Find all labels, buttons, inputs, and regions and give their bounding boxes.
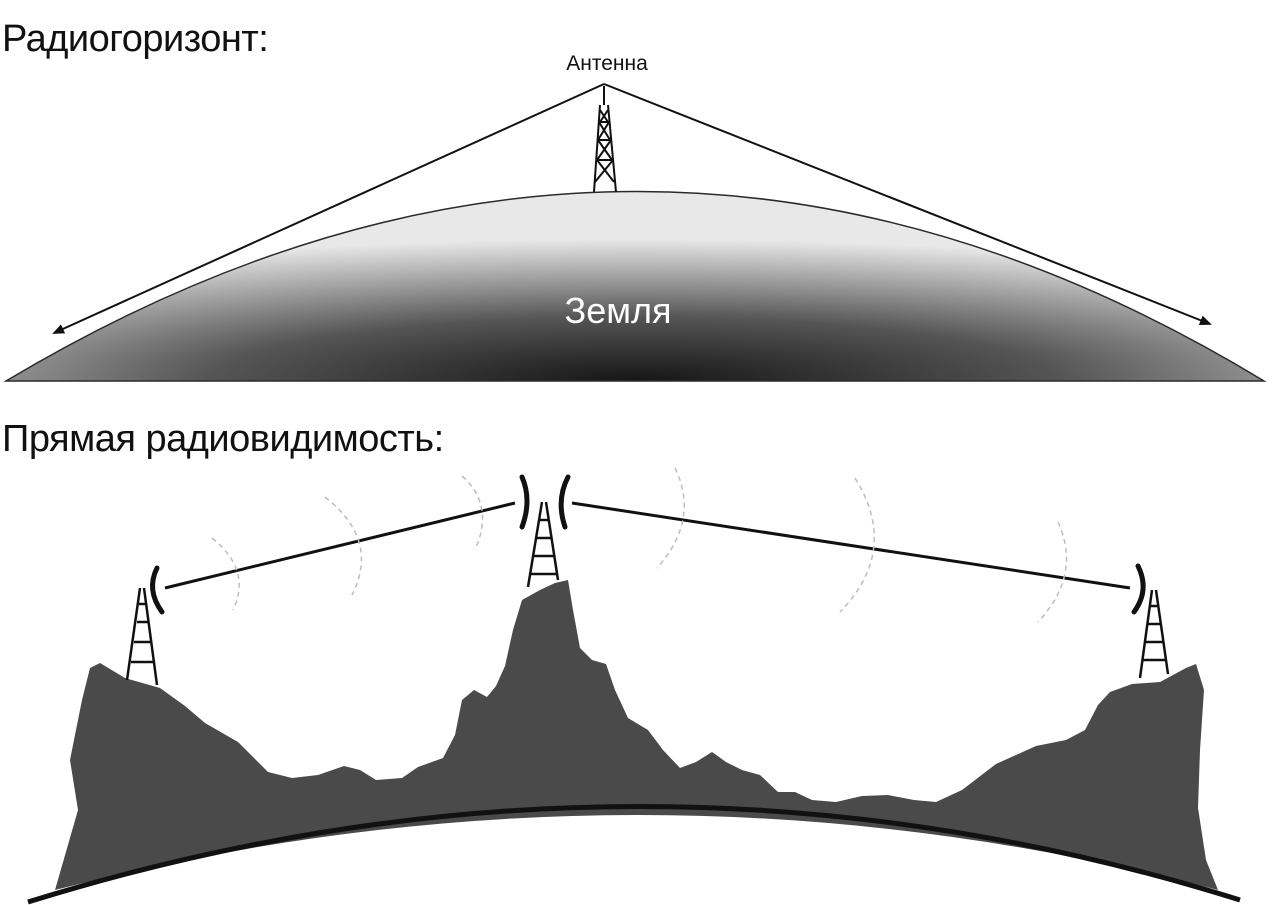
earth-label: Земля — [564, 290, 671, 331]
radio-horizon-diagram: Антенна Земля — [3, 52, 1267, 382]
antenna-label: Антенна — [566, 52, 648, 75]
signal-wave-arcs — [211, 467, 1068, 623]
signal-bracket-right-tower — [1131, 563, 1146, 615]
antenna-tower-icon — [593, 86, 617, 193]
earth-curvature-line — [27, 804, 1241, 905]
link-line-left — [164, 501, 516, 590]
signal-bracket-left-tower — [150, 565, 165, 615]
horizon-ray-left — [52, 83, 605, 334]
signal-bracket-center-left — [519, 474, 530, 530]
line-of-sight-diagram — [27, 467, 1241, 905]
earth-arc — [3, 190, 1267, 382]
link-line-right — [571, 501, 1131, 590]
radio-horizon-title: Радиогоризонт: — [2, 18, 269, 60]
tower-left-icon — [125, 587, 159, 686]
signal-bracket-center-right — [558, 474, 571, 530]
tower-center-icon — [526, 501, 560, 588]
line-of-sight-title: Прямая радиовидимость: — [2, 418, 444, 460]
horizon-ray-right — [603, 83, 1212, 325]
terrain-mountains — [55, 580, 1218, 890]
tower-right-icon — [1138, 589, 1170, 679]
